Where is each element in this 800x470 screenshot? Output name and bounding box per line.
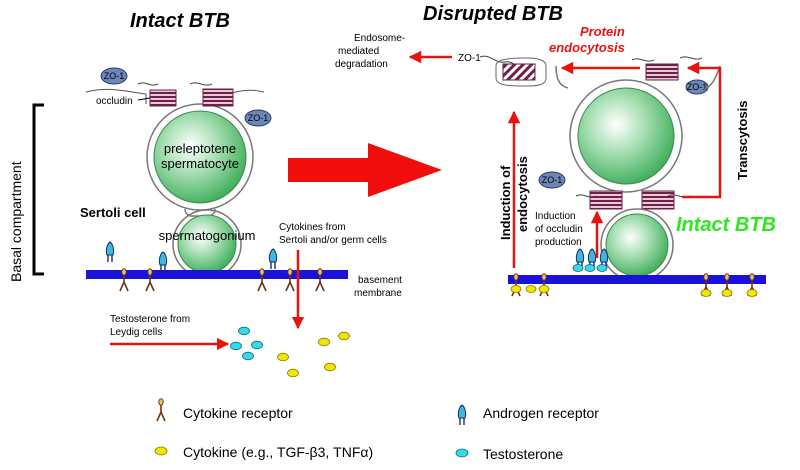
transition-arrow — [288, 143, 442, 197]
endocytic-vesicle — [495, 57, 547, 87]
junction-left-1 — [149, 89, 177, 107]
basal-compartment-label: Basal compartment — [8, 161, 24, 282]
zo1-right-mid — [538, 171, 566, 189]
preleptotene-label-line2: spermatocyte — [161, 156, 239, 171]
occludin-strands — [137, 82, 213, 86]
zo1-left-b-label: ZO-1 — [248, 113, 269, 123]
basal-compartment-bracket — [32, 103, 44, 276]
title-disrupted-btb: Disrupted BTB — [423, 3, 563, 25]
junction-right-mid-1 — [589, 190, 623, 210]
endosome-label-line3: degradation — [335, 59, 388, 70]
induction-occludin-line1: Induction — [535, 211, 576, 222]
cytokines-label-line2: Sertoli and/or germ cells — [279, 235, 387, 246]
endocytosed-junction — [502, 63, 536, 81]
androgen-receptor-l3 — [268, 248, 278, 270]
zo1-right-mid-label: ZO-1 — [542, 175, 563, 185]
preleptotene-spermatocyte — [153, 110, 247, 204]
junction-right-mid-2 — [641, 190, 675, 210]
junction-left-2 — [202, 88, 234, 107]
occludin-pointer — [137, 97, 151, 101]
induction-occludin-line3: production — [535, 237, 582, 248]
legend-cytokine: Cytokine (e.g., TGF-β3, TNFα) — [183, 444, 373, 460]
preleptotene-label-line1: preleptotene — [164, 141, 236, 156]
legend-androgen-receptor-icon — [457, 404, 467, 426]
spermatogonium-label: spermatogonium — [159, 228, 256, 243]
induction-endocytosis-line2: endocytosis — [515, 156, 530, 232]
endosome-label-line1: Endosome- — [354, 33, 405, 44]
occludin-label: occludin — [96, 96, 133, 107]
junction-right-top — [645, 63, 679, 81]
right-testosterone — [572, 264, 608, 272]
title-intact-btb: Intact BTB — [130, 10, 230, 32]
right-cytokines — [510, 285, 758, 297]
androgen-receptor-l1 — [105, 241, 115, 263]
legend-cytokine-icon — [154, 446, 168, 456]
spermatogonium — [177, 214, 237, 274]
androgen-receptor-l2 — [158, 251, 168, 273]
zo1-left-b — [244, 109, 272, 127]
right-lower-cell — [605, 213, 669, 277]
legend-androgen-receptor: Androgen receptor — [483, 405, 599, 421]
intact-btb-label: Intact BTB — [676, 214, 776, 236]
right-upper-cell — [577, 87, 675, 185]
protein-endocytosis-line1: Protein — [580, 24, 625, 39]
zo1-left-a-label: ZO-1 — [104, 71, 125, 81]
basement-label-line2: membrane — [354, 288, 402, 299]
endosome-label-line2: mediated — [338, 46, 379, 57]
induction-endocytosis-line1: Induction of — [498, 165, 513, 240]
legend-cytokine-receptor: Cytokine receptor — [183, 405, 293, 421]
transcytosis-arrow — [682, 61, 722, 199]
testosterone-molecules — [230, 326, 263, 361]
basement-membrane-left — [86, 270, 348, 279]
testosterone-label-line1: Testosterone from — [110, 314, 190, 325]
sertoli-cell-label: Sertoli cell — [80, 205, 146, 220]
zo1-free-label: ZO-1 — [458, 53, 481, 64]
cytokine-molecules — [277, 331, 350, 378]
right-upper-cell-outline — [569, 79, 683, 193]
legend-testosterone: Testosterone — [483, 446, 563, 462]
legend-cytokine-receptor-icon — [156, 397, 166, 422]
induction-occludin-line2: of occludin — [535, 224, 583, 235]
cytokines-label-line1: Cytokines from — [279, 222, 346, 233]
protein-endocytosis-line2: endocytosis — [549, 40, 625, 55]
basement-label-line1: basement — [358, 275, 402, 286]
transcytosis-label: Transcytosis — [735, 101, 750, 181]
basement-membrane-right — [508, 275, 766, 284]
testosterone-label-line2: Leydig cells — [110, 327, 162, 338]
zo1-left-a — [100, 67, 128, 85]
legend-testosterone-icon — [455, 448, 469, 458]
zo1-right-top-label: ZO-1 — [687, 82, 708, 92]
right-top-strands — [631, 56, 703, 62]
